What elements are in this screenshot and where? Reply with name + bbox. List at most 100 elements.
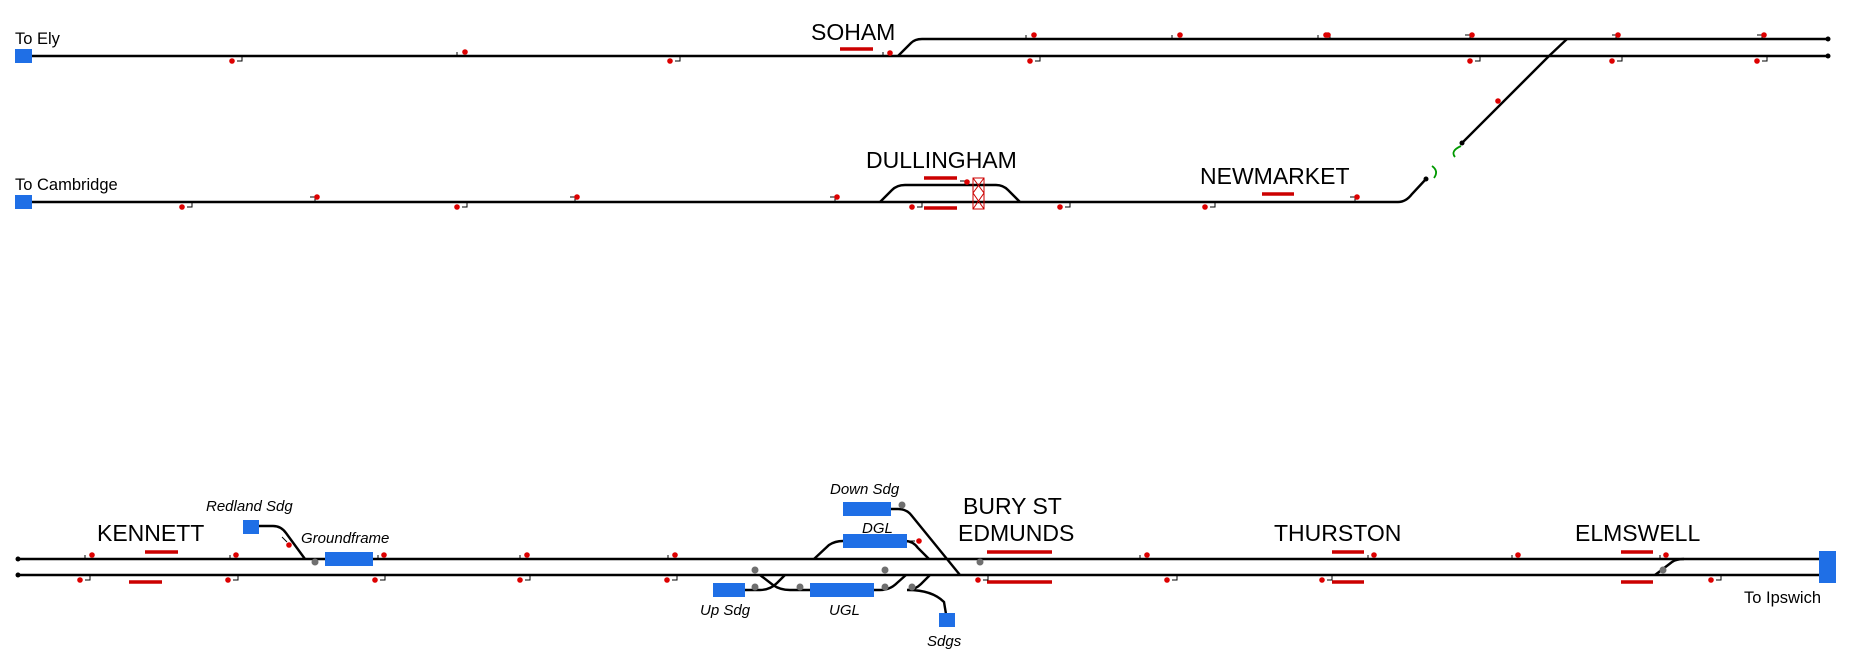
track-end-node [1423,176,1429,182]
ely-line [22,36,1831,146]
to-cambridge-label: To Cambridge [15,176,118,194]
signal [1319,576,1333,583]
sdgs-buffer [939,613,955,627]
kennett-station-label: KENNETT [97,520,204,546]
platforms [129,47,1653,584]
track-end-node [1825,36,1831,42]
signal [229,57,243,64]
bury-station-label-line1: BURY ST [963,493,1062,519]
signal [1708,576,1722,583]
cambridge-line [22,145,1462,210]
signal [1465,32,1475,39]
up-sdg-berth [713,583,745,597]
headshunt-mark [1431,165,1437,179]
signal [830,194,840,201]
down-sdg-berth [843,502,891,516]
signal [1164,576,1178,583]
signals [77,32,1768,583]
dullingham-station-label: DULLINGHAM [866,147,1017,173]
newmarket-chord-track [1461,38,1568,144]
down-sdg-track [843,507,961,576]
signal [1511,552,1521,559]
newmarket-station-label: NEWMARKET [1200,163,1350,189]
up-sdg-track [713,574,786,592]
signal [1057,203,1071,210]
up-sdg-label: Up Sdg [700,602,751,619]
ground-signal [881,583,889,591]
signal [377,552,387,559]
signal [77,576,91,583]
ground-signals [311,501,1667,591]
signal [664,576,678,583]
signal [1171,32,1183,39]
signal [1609,57,1623,64]
ipswich-line [15,507,1830,621]
dgl-label: DGL [862,520,893,537]
signal [909,203,923,210]
track-end-node [15,556,21,562]
ground-signal [898,501,906,509]
headshunt-mark [1452,145,1462,158]
labels: To Ely To Cambridge To Ipswich SOHAM DUL… [15,19,1821,650]
groundframe-berth [325,552,373,566]
track-end-node [15,572,21,578]
bury-station-label-line2: EDMUNDS [958,520,1074,546]
signal [519,552,530,559]
ugl-berth [810,583,874,597]
ground-signal [751,566,759,574]
signal [1027,57,1041,64]
signal [517,576,531,583]
ground-signal [1659,566,1667,574]
level-crossing [972,177,985,210]
groundframe-label: Groundframe [301,530,389,547]
signal [570,194,580,201]
signal [1659,552,1669,559]
signal [1325,32,1331,39]
soham-loop-track [897,37,1828,57]
signal [882,50,893,56]
down-sdg-label: Down Sdg [830,481,900,498]
signal [960,179,970,185]
signal [1139,552,1150,559]
ipswich-buffer [1819,551,1836,583]
signal [1350,194,1360,201]
elmswell-station-label: ELMSWELL [1575,520,1700,546]
signal [454,203,468,210]
signal [310,194,320,201]
soham-station-label: SOHAM [811,19,895,45]
signal [229,552,239,559]
signal [910,538,922,544]
signal [1612,32,1621,39]
signal [179,203,193,210]
signal [1202,203,1216,210]
ugl-label: UGL [829,602,860,619]
buffers [15,49,1836,627]
redland-sdg-buffer [243,520,259,534]
thurston-station-label: THURSTON [1274,520,1401,546]
to-ipswich-label: To Ipswich [1744,589,1821,607]
signal [225,576,239,583]
signal [84,552,95,559]
track-end-node [1459,140,1465,146]
signal [1754,57,1768,64]
signal [1757,32,1767,39]
signal [1495,98,1501,104]
signal [1467,57,1481,64]
cambridge-buffer [15,195,32,209]
sdgs-label: Sdgs [927,633,962,650]
track-end-node [1825,53,1831,59]
signal [1025,32,1037,39]
ground-signal [796,583,804,591]
ground-signal [311,558,319,566]
ely-buffer [15,49,32,63]
ground-signal [881,566,889,574]
redland-sdg-label: Redland Sdg [206,498,293,515]
signal [667,552,678,559]
to-ely-label: To Ely [15,30,61,48]
signal [372,576,386,583]
cambridge-main-track [22,178,1427,204]
elmswell-crossover [1654,557,1685,576]
dullingham-loop-track [879,183,1021,203]
signal [667,57,681,64]
